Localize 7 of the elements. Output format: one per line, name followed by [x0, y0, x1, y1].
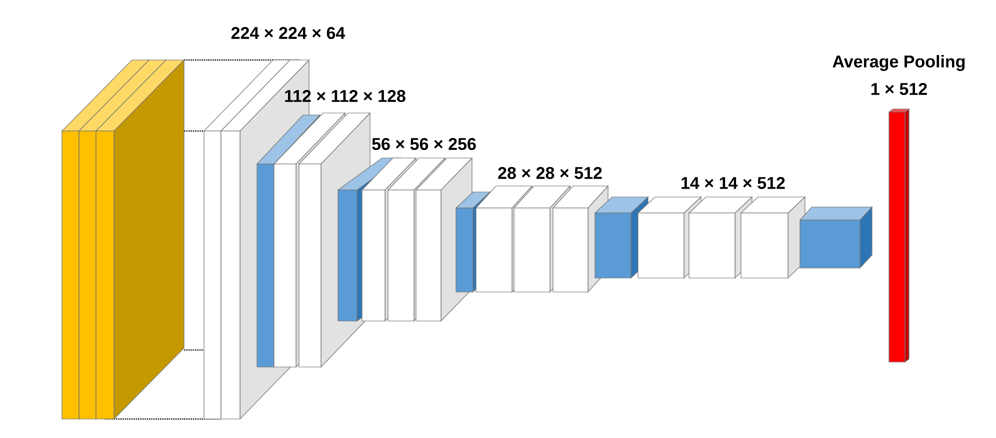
dimension-label: 28 × 28 × 512 — [498, 166, 602, 180]
dimension-label: 224 × 224 × 64 — [231, 26, 346, 40]
dimension-label: 1 × 512 — [871, 82, 927, 96]
dimension-label: 112 × 112 × 128 — [285, 90, 406, 102]
dimension-label: 56 × 56 × 256 — [372, 138, 476, 150]
dimension-label: Average Pooling — [832, 55, 965, 71]
dimension-label: 14 × 14 × 512 — [682, 176, 785, 190]
